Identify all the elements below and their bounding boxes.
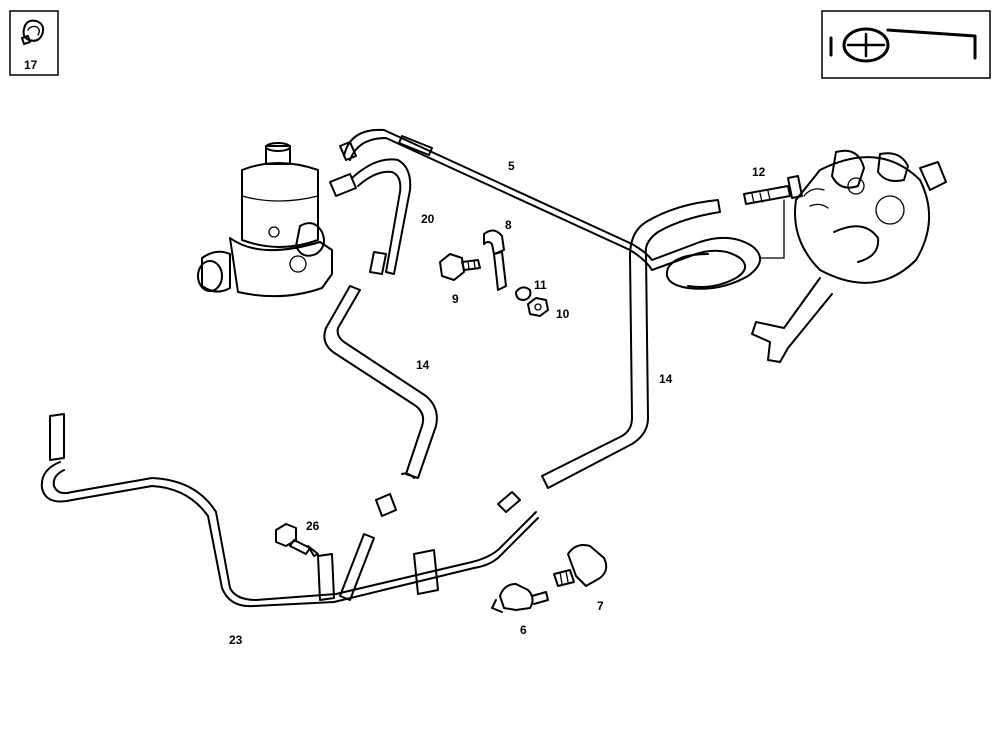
bolt-26	[275, 523, 319, 557]
legend-box-clamp: 17	[9, 10, 59, 76]
steering-wheel-pump-icon	[829, 27, 977, 63]
hose-20	[329, 158, 412, 275]
callout-10: 10	[556, 307, 570, 321]
callout-8: 8	[505, 218, 512, 232]
fitting-12	[743, 175, 803, 259]
reservoir-pump	[197, 142, 333, 298]
return-line-23	[40, 413, 539, 608]
callout-5: 5	[508, 159, 515, 173]
return-hose-14-right	[541, 199, 721, 489]
callout-14-left: 14	[416, 358, 430, 372]
washer-11	[515, 286, 532, 301]
callout-26: 26	[306, 519, 320, 533]
pressure-line-5	[339, 128, 761, 290]
clamp-6	[491, 583, 549, 613]
callout-7: 7	[597, 599, 604, 613]
hose-clamp-icon	[21, 19, 45, 45]
bracket-8	[483, 229, 507, 291]
callout-17: 17	[24, 58, 38, 72]
callout-20: 20	[421, 212, 435, 226]
callout-12: 12	[752, 165, 766, 179]
clamp-7	[553, 544, 608, 587]
callout-9: 9	[452, 292, 459, 306]
steering-pump	[751, 149, 947, 363]
bolt-9	[439, 253, 481, 281]
return-hose-14-left	[323, 285, 438, 479]
callout-11: 11	[534, 278, 547, 292]
legend-box-steering	[821, 10, 991, 79]
nut-10	[527, 297, 549, 317]
callout-14-right: 14	[659, 372, 673, 386]
callout-23: 23	[229, 633, 243, 647]
callout-6: 6	[520, 623, 527, 637]
